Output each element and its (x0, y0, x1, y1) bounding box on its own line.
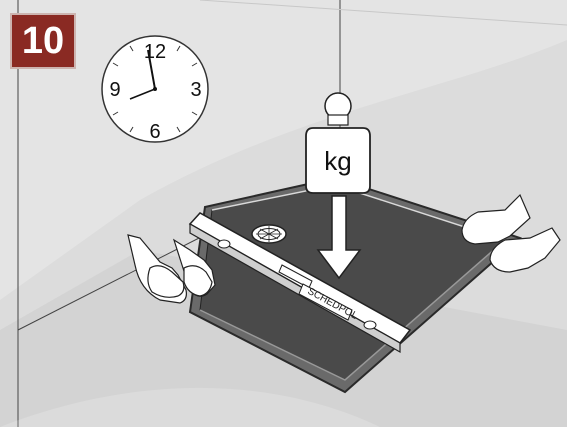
weight-unit-label: kg (324, 146, 351, 176)
clock-label-12: 12 (144, 41, 166, 63)
clock-label-6: 6 (149, 121, 160, 143)
clock-label-3: 3 (190, 79, 201, 101)
clock-icon: 12 3 6 9 (102, 36, 208, 143)
step-number-badge: 10 (10, 13, 76, 69)
drain (252, 225, 286, 243)
clock-label-9: 9 (109, 79, 120, 101)
